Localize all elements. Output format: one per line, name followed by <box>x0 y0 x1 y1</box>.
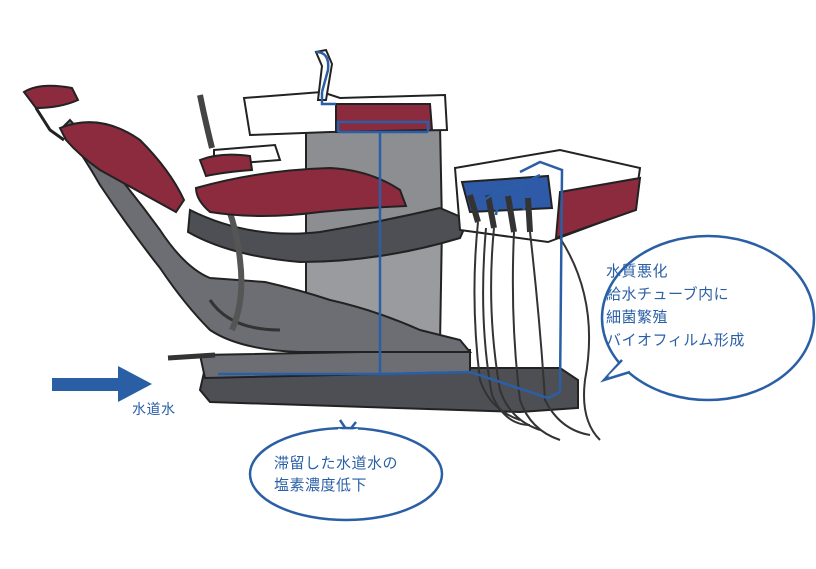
bubble-right-line-4: バイオフィルム形成 <box>606 331 745 349</box>
speech-bubble-bottom <box>248 419 444 522</box>
cuspidor-unit <box>197 48 449 167</box>
speech-bubble-right <box>600 234 816 402</box>
bubble-right-line-2: 給水チューブ内に <box>606 285 730 303</box>
bubble-right-line-1: 水質悪化 <box>606 262 669 280</box>
chair-upholstery <box>22 84 408 217</box>
bubble-bottom-line-1: 滞留した水道水の <box>274 454 399 472</box>
instrument-table <box>453 148 642 244</box>
arrow-right-icon <box>52 366 152 402</box>
bubble-bottom-line-2: 塩素濃度低下 <box>274 476 368 494</box>
water-supply-lines <box>218 50 564 400</box>
inlet-label: 水道水 <box>132 402 176 418</box>
bubble-bottom-text: 滞留した水道水の 塩素濃度低下 <box>274 452 398 496</box>
bubble-right-line-3: 細菌繁殖 <box>606 308 669 326</box>
bubble-right-text: 水質悪化 給水チューブ内に 細菌繁殖 バイオフィルム形成 <box>606 260 745 352</box>
chair-frame <box>60 118 473 353</box>
